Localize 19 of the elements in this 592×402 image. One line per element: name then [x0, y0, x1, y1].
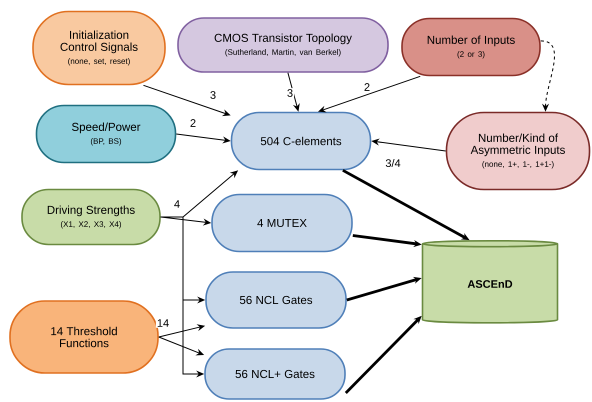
- edge-label: 14: [156, 318, 170, 328]
- rounded-box: Speed/Power (BP, BS): [36, 104, 176, 164]
- rounded-box: Number of Inputs (2 or 3): [401, 18, 541, 76]
- edge-label: 3: [286, 88, 294, 98]
- rounded-box: 14 Threshold Functions: [9, 300, 159, 374]
- edge-label: 2: [362, 82, 372, 92]
- edge-label: 2: [188, 118, 198, 128]
- edge-label: 4: [172, 199, 182, 209]
- database-cylinder: ASCEnD: [422, 240, 558, 324]
- rounded-box: CMOS Transistor Topology (Sutherland, Martin, van Berkel): [177, 17, 389, 73]
- rounded-box: 4 MUTEX: [211, 194, 353, 252]
- rounded-box: Initialization Control Signals (none, set, reset): [32, 10, 166, 86]
- rounded-box: 56 NCL+ Gates: [204, 348, 346, 400]
- rounded-box: Number/Kind of Asymmetric Inputs (none, 1+, 1-, 1+1-): [446, 112, 590, 190]
- edge-label: 3/4: [384, 158, 402, 168]
- rounded-box: 504 C-elements: [230, 112, 372, 170]
- rounded-box: 56 NCL Gates: [205, 271, 347, 329]
- edge-label: 3: [208, 90, 218, 100]
- rounded-box: Driving Strengths (X1, X2, X3, X4): [21, 188, 161, 246]
